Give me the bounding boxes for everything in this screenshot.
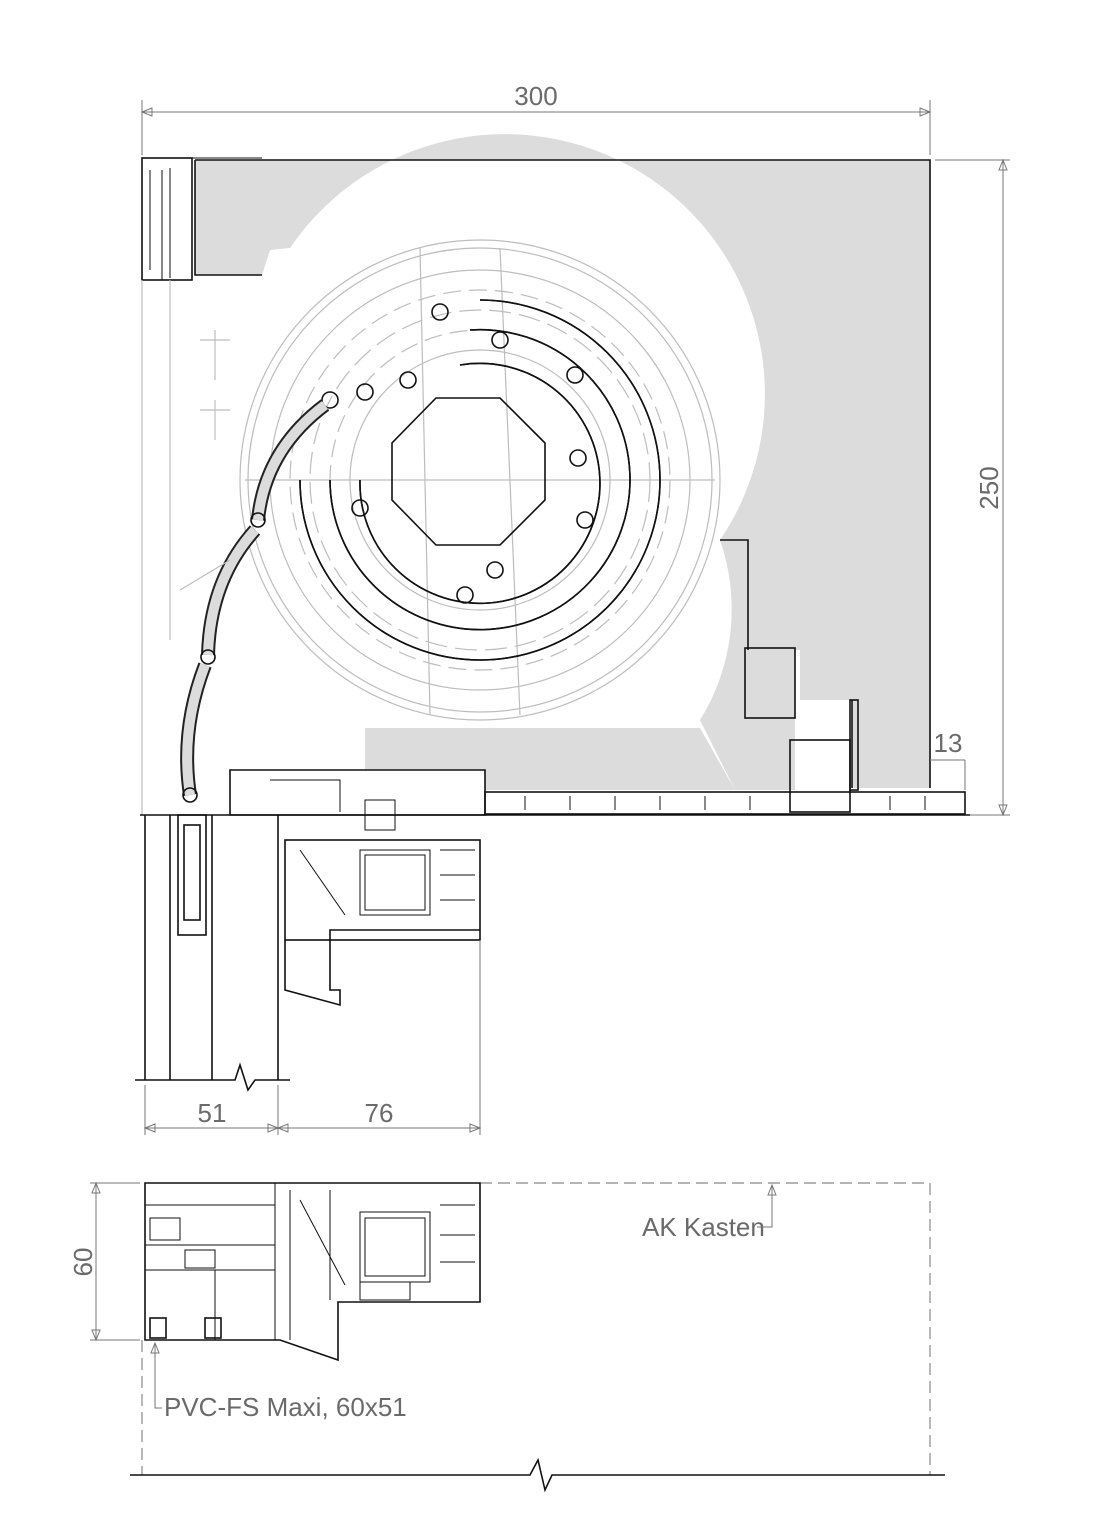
ak-kasten-outline — [480, 1182, 931, 1475]
window-frame-upper — [135, 814, 481, 1092]
dim-height-250: 250 — [974, 466, 1004, 509]
box-bottom-fill — [365, 728, 735, 790]
label-ak-kasten: AK Kasten — [642, 1212, 765, 1242]
octagonal-shaft — [391, 397, 546, 546]
dim-section-60: 60 — [68, 1248, 98, 1277]
wound-slats — [299, 299, 661, 661]
leader-ak-kasten — [757, 1185, 773, 1228]
dimensions: 300 250 13 51 76 — [140, 81, 1010, 1135]
dim-bottom-76: 76 — [365, 1098, 394, 1128]
label-pvc-fs-maxi: PVC-FS Maxi, 60x51 — [164, 1392, 407, 1422]
box-outline — [194, 159, 931, 788]
roller-drum — [239, 239, 721, 721]
leader-pvc-fs-maxi — [154, 1343, 162, 1409]
dim-offset-13: 13 — [934, 728, 963, 758]
dim-bottom-51: 51 — [198, 1098, 227, 1128]
box-body — [195, 134, 930, 788]
frame-profile — [144, 1182, 481, 1362]
shutter-box-section — [140, 134, 970, 831]
box-lower-fill — [700, 540, 795, 790]
frame-section: 60 — [68, 1181, 945, 1493]
hanging-slats — [180, 399, 330, 803]
dim-width-300: 300 — [514, 81, 557, 111]
labels: AK Kasten PVC-FS Maxi, 60x51 — [150, 1183, 777, 1422]
